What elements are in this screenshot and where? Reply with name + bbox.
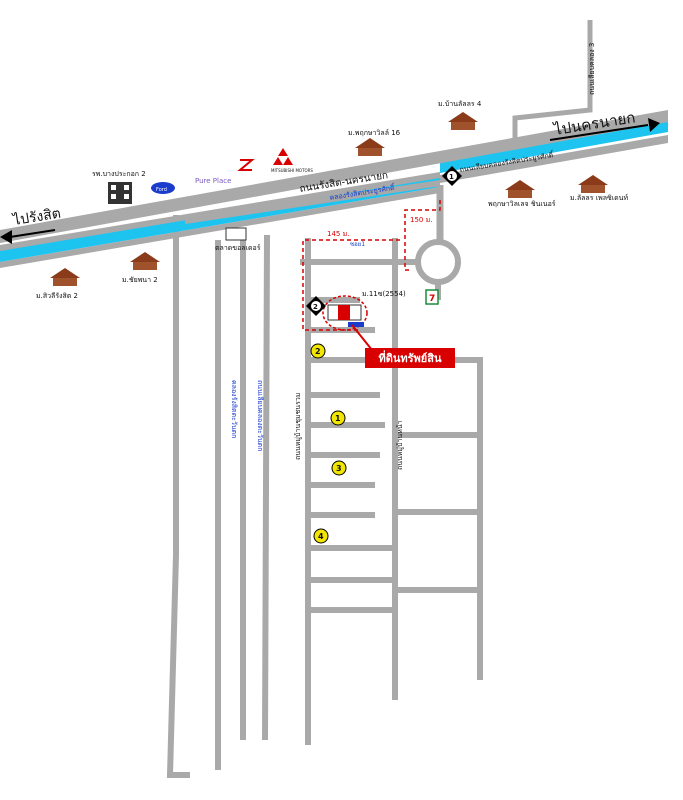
marker-2 bbox=[306, 296, 326, 316]
soi-road-1-label: ถนนหมู่บ้านชุมชนรวม bbox=[294, 393, 302, 460]
distance-1: 145 ม. bbox=[327, 230, 349, 238]
village-1-label: ม.พฤกษาวิลล์ 16 bbox=[348, 129, 401, 137]
circle-1-label: 1 bbox=[335, 414, 341, 423]
soi-label: ซอย1 bbox=[350, 241, 365, 248]
target-label: ที่ดินทรัพย์สิน bbox=[378, 350, 441, 365]
marker-2-label: 2 bbox=[313, 303, 318, 311]
side-road-top-label: ถนนเลียบคลอง 3 bbox=[588, 43, 596, 95]
brand-1-label: Ford bbox=[156, 187, 167, 193]
circle-marker-3 bbox=[331, 460, 347, 476]
brand-2-label: Pure Place bbox=[195, 177, 231, 185]
village-icon-4 bbox=[578, 175, 608, 193]
distance-2: 150 ม. bbox=[410, 216, 432, 224]
target-label-box bbox=[365, 348, 455, 368]
market-label: ตลาดขอลเดอร์ bbox=[215, 244, 261, 252]
market-icon bbox=[225, 227, 247, 241]
mitsubishi-logo-icon bbox=[278, 148, 288, 156]
village-3-label: พฤกษาวิลเลจ ชินเนอร์ bbox=[488, 200, 556, 208]
circle-marker-4 bbox=[313, 528, 329, 544]
target-parcel bbox=[322, 295, 368, 331]
circle-marker-2 bbox=[310, 343, 326, 359]
arrow-left bbox=[0, 229, 56, 244]
marker-1 bbox=[442, 166, 462, 186]
village-icon-2 bbox=[448, 112, 478, 130]
seven-eleven-icon bbox=[425, 289, 439, 305]
vertical-road-left-2 bbox=[240, 234, 270, 741]
village-icon-1 bbox=[355, 138, 385, 156]
vertical-canal-1-label: คลองรังสิตตะวันตก bbox=[230, 380, 238, 438]
arrow-right bbox=[549, 118, 660, 141]
circle-marker-1 bbox=[330, 410, 346, 426]
village-6-label: ม.สิวลีรังสิต 2 bbox=[36, 292, 78, 300]
seven-eleven-label: 7 bbox=[429, 294, 435, 304]
soi-road-2-label: ถนนหมู่บ้านหน้า bbox=[396, 420, 404, 470]
village-icon-5 bbox=[130, 252, 160, 270]
main-road bbox=[0, 110, 668, 268]
hospital-label: รพ.บางประกอก 2 bbox=[92, 170, 146, 178]
marker-1-label: 1 bbox=[449, 173, 454, 181]
circle-2-label: 2 bbox=[315, 347, 321, 356]
vertical-canal-2-label: ถนนเลียบคลองตะวันตก bbox=[256, 380, 264, 451]
route-dashed bbox=[302, 200, 441, 331]
ford-logo-icon bbox=[151, 182, 175, 194]
village-icon-3 bbox=[505, 180, 535, 198]
logo-icon bbox=[237, 159, 255, 171]
soi-code: ม.11ซ(2554) bbox=[362, 290, 406, 298]
canal-top-right bbox=[440, 120, 668, 173]
side-road-top bbox=[512, 20, 593, 138]
brand-3-label: MITSUBISHI MOTORS bbox=[271, 168, 313, 173]
circle-3-label: 3 bbox=[336, 464, 342, 473]
village-4-label: ม.ลัลลร เพลซิเดนท์ bbox=[570, 194, 628, 202]
circle-4-label: 4 bbox=[318, 532, 324, 541]
village-icon-6 bbox=[50, 268, 80, 286]
hospital-icon bbox=[108, 182, 132, 204]
village-2-label: ม.บ้านลัลลร 4 bbox=[438, 100, 482, 108]
village-5-label: ม.ชัยพนา 2 bbox=[122, 276, 158, 284]
vertical-road-left-1 bbox=[166, 215, 221, 778]
